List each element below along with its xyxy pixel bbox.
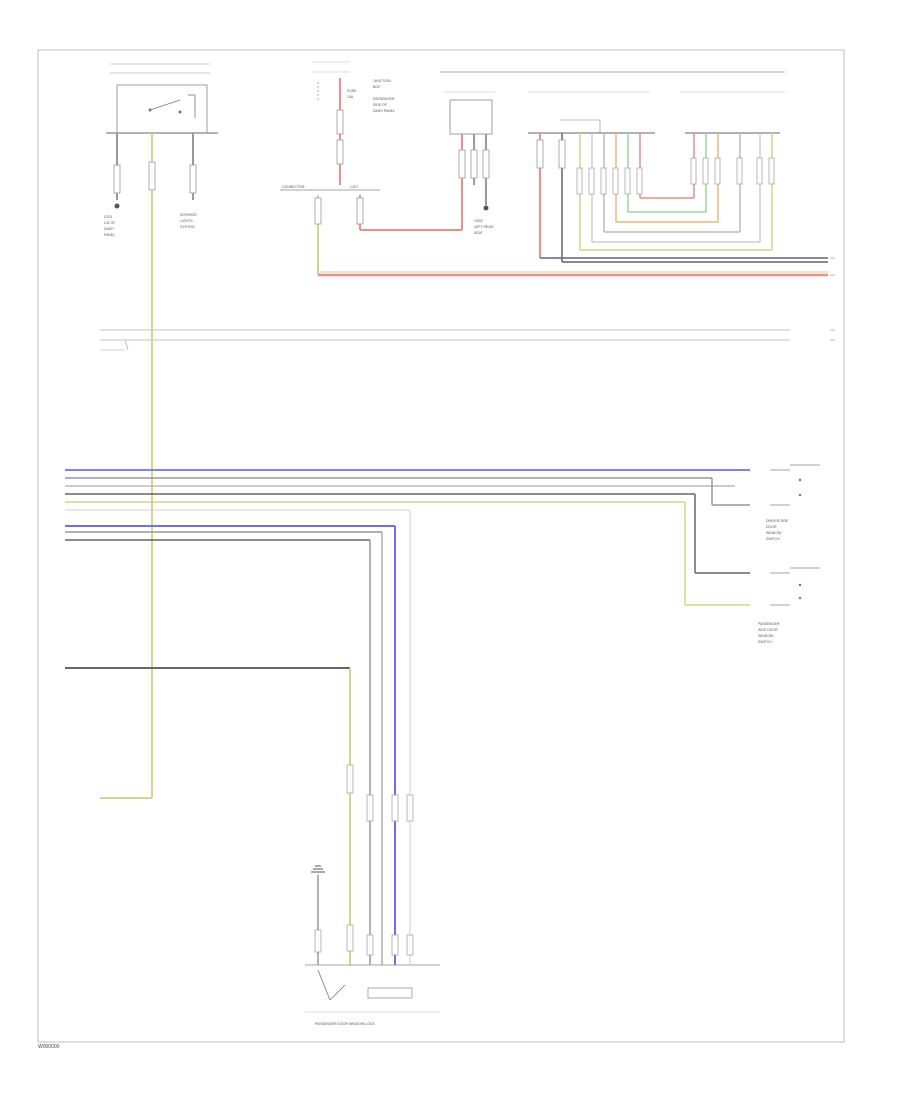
pass-through-wires: [100, 329, 790, 351]
svg-text:BOX: BOX: [373, 85, 381, 89]
svg-text:WINDOW: WINDOW: [758, 634, 774, 638]
svg-text:SWITCH: SWITCH: [766, 537, 780, 541]
svg-text:DASH: DASH: [104, 227, 114, 231]
switch-component-top-left: [106, 63, 218, 134]
door-lock-actuator: PASSENGER DOOR WINDOW LOCK: [305, 964, 440, 1026]
switch-left-branch: G201 L/S OF DASH PANEL: [104, 133, 121, 237]
harness-left-module: [536, 133, 828, 263]
svg-text:G303: G303: [474, 219, 483, 223]
svg-text:INTERIOR: INTERIOR: [180, 213, 197, 217]
svg-text:PASSENGER: PASSENGER: [373, 97, 395, 101]
svg-text:FUSE: FUSE: [347, 89, 357, 93]
switch-center-wire: [100, 133, 156, 799]
fuse-circuit: FUSE 10A JUNCTION BOX PASSENGER SIDE OF …: [280, 61, 395, 191]
svg-text:SYSTEM: SYSTEM: [180, 225, 194, 229]
svg-text:LIGHTS: LIGHTS: [180, 219, 193, 223]
right-routing: [684, 478, 750, 606]
footer-code: W000000: [38, 1044, 60, 1050]
module-box: G303 LEFT REAR SEAT: [445, 91, 495, 235]
svg-text:PANEL: PANEL: [104, 233, 115, 237]
edge-markers: [830, 257, 835, 341]
svg-text:PASSENGER: PASSENGER: [758, 622, 780, 626]
harness-right-module: [690, 133, 775, 250]
svg-text:DRIVER SIDE: DRIVER SIDE: [766, 519, 789, 523]
svg-text:CONNECTOR: CONNECTOR: [282, 185, 305, 189]
svg-text:SWITCH: SWITCH: [758, 640, 772, 644]
bottom-ground: [311, 865, 325, 965]
svg-text:G201: G201: [104, 215, 113, 219]
svg-text:LEFT REAR: LEFT REAR: [474, 225, 494, 229]
left-bundle: [65, 469, 750, 541]
svg-text:L/S OF: L/S OF: [104, 221, 115, 225]
svg-text:DOOR: DOOR: [766, 525, 777, 529]
svg-text:C207: C207: [350, 185, 358, 189]
diagram-frame: [37, 49, 845, 1043]
svg-text:10A: 10A: [347, 95, 354, 99]
switch-right-branch: INTERIOR LIGHTS SYSTEM: [180, 133, 197, 229]
svg-text:SEAT: SEAT: [474, 231, 484, 235]
svg-text:PASSENGER DOOR WINDOW LOCK: PASSENGER DOOR WINDOW LOCK: [315, 1022, 375, 1026]
svg-text:JUNCTION: JUNCTION: [373, 79, 391, 83]
right-switch-2: PASSENGER SIDE DOOR WINDOW SWITCH: [758, 567, 820, 644]
svg-text:SIDE DOOR: SIDE DOOR: [758, 628, 778, 632]
connector-drops: [314, 195, 828, 277]
svg-text:SIDE OF: SIDE OF: [373, 103, 387, 107]
right-switch-1: DRIVER SIDE DOOR WINDOW SWITCH: [766, 464, 820, 541]
lower-vertical-wires: [65, 510, 414, 965]
svg-text:WINDOW: WINDOW: [766, 531, 782, 535]
svg-text:DASH PANEL: DASH PANEL: [373, 109, 395, 113]
